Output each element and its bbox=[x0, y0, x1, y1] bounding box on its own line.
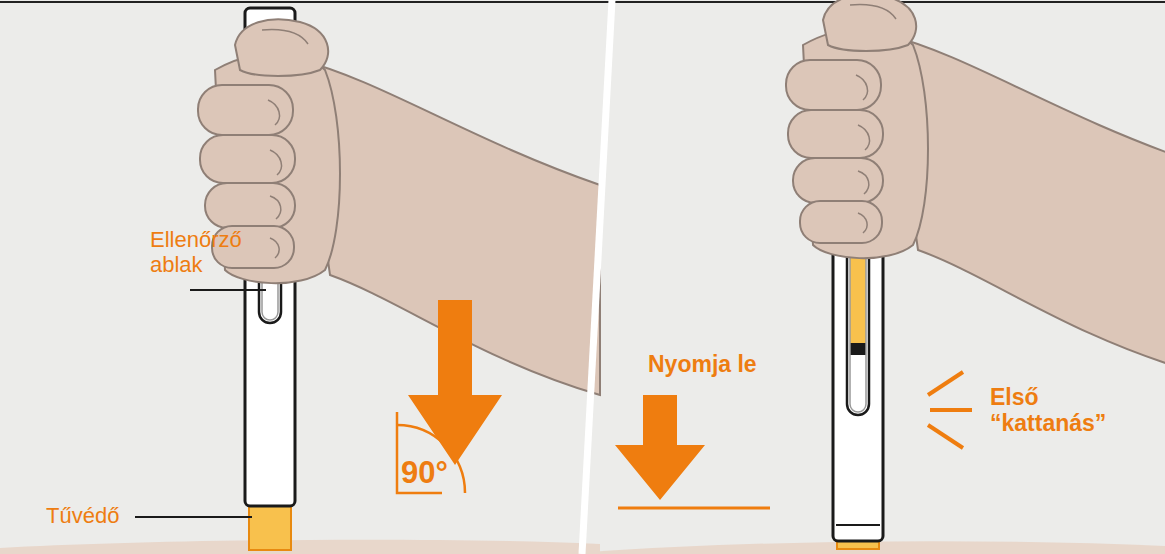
top-rule bbox=[0, 1, 1165, 3]
plunger bbox=[850, 343, 866, 355]
hand bbox=[198, 19, 600, 395]
part-label: Tűvédő bbox=[46, 504, 166, 529]
click-mark bbox=[928, 372, 963, 395]
hand bbox=[786, 0, 1165, 370]
click-mark bbox=[928, 425, 963, 448]
leader-line bbox=[190, 289, 266, 291]
push-arrow bbox=[408, 300, 502, 465]
click-mark bbox=[930, 408, 972, 412]
callout-label: Első “kattanás” bbox=[990, 385, 1120, 437]
angle-value: 90° bbox=[401, 456, 481, 491]
pen-collar bbox=[836, 524, 880, 526]
leader-line bbox=[135, 516, 252, 518]
needle-guard bbox=[249, 505, 291, 550]
panel-divider bbox=[582, 0, 612, 554]
skin-surface bbox=[0, 540, 600, 554]
surface-line bbox=[618, 507, 770, 510]
part-label: Ellenőrző ablak bbox=[150, 228, 260, 277]
instruction-label: Nyomja le bbox=[648, 352, 798, 378]
push-arrow bbox=[615, 395, 705, 500]
